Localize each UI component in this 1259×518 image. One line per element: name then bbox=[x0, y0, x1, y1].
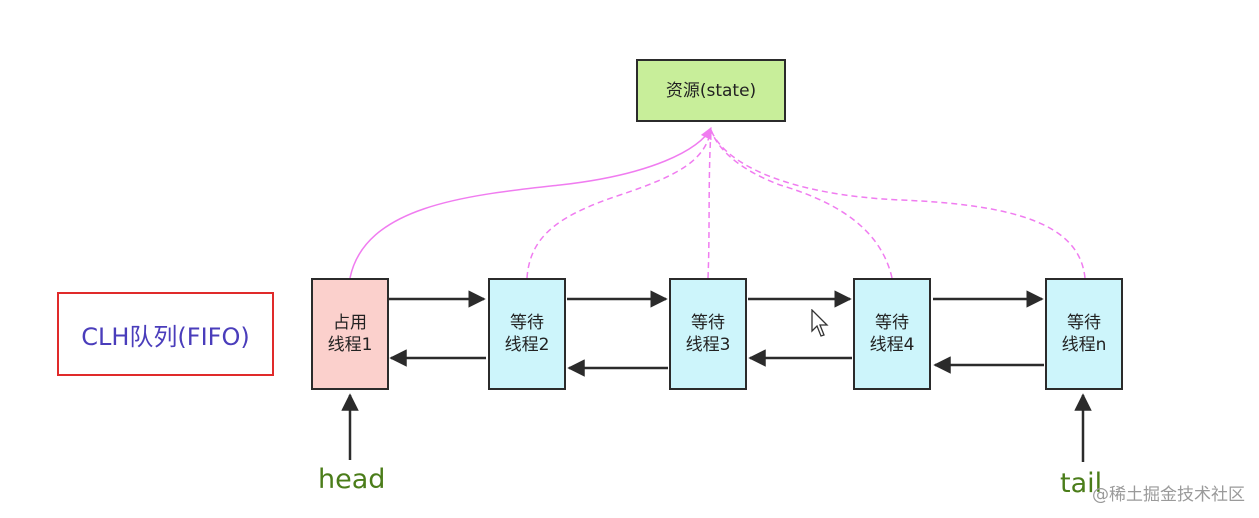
node-thread-name: 线程n bbox=[1061, 335, 1107, 355]
node-thread-name: 线程1 bbox=[327, 335, 373, 355]
node-thread-1: 占用 线程1 bbox=[311, 278, 389, 390]
link-threadn-resource bbox=[710, 129, 1086, 279]
node-thread-n: 等待 线程n bbox=[1045, 278, 1123, 390]
link-thread3-resource bbox=[707, 129, 712, 279]
queue-label-text: CLH队列(FIFO) bbox=[81, 322, 250, 351]
link-thread4-resource bbox=[710, 129, 893, 279]
node-status: 等待 bbox=[691, 313, 725, 333]
node-status: 等待 bbox=[1067, 313, 1101, 333]
node-status: 等待 bbox=[875, 313, 909, 333]
node-thread-4: 等待 线程4 bbox=[853, 278, 931, 390]
resource-label: 资源(state) bbox=[665, 80, 757, 101]
link-thread1-resource bbox=[349, 126, 712, 279]
link-thread2-resource bbox=[526, 129, 712, 279]
node-status: 等待 bbox=[510, 313, 544, 333]
clh-queue-label: CLH队列(FIFO) bbox=[57, 292, 274, 376]
node-thread-name: 线程4 bbox=[869, 335, 915, 355]
head-label: head bbox=[318, 464, 386, 495]
watermark: @稀土掘金技术社区 bbox=[1092, 485, 1245, 505]
tail-label: tail bbox=[1060, 468, 1103, 499]
mouse-pointer-icon bbox=[811, 309, 829, 337]
node-thread-name: 线程2 bbox=[504, 335, 550, 355]
node-thread-2: 等待 线程2 bbox=[488, 278, 566, 390]
node-thread-3: 等待 线程3 bbox=[669, 278, 747, 390]
node-thread-name: 线程3 bbox=[685, 335, 731, 355]
resource-state-box: 资源(state) bbox=[636, 59, 786, 122]
node-status: 占用 bbox=[333, 313, 367, 333]
